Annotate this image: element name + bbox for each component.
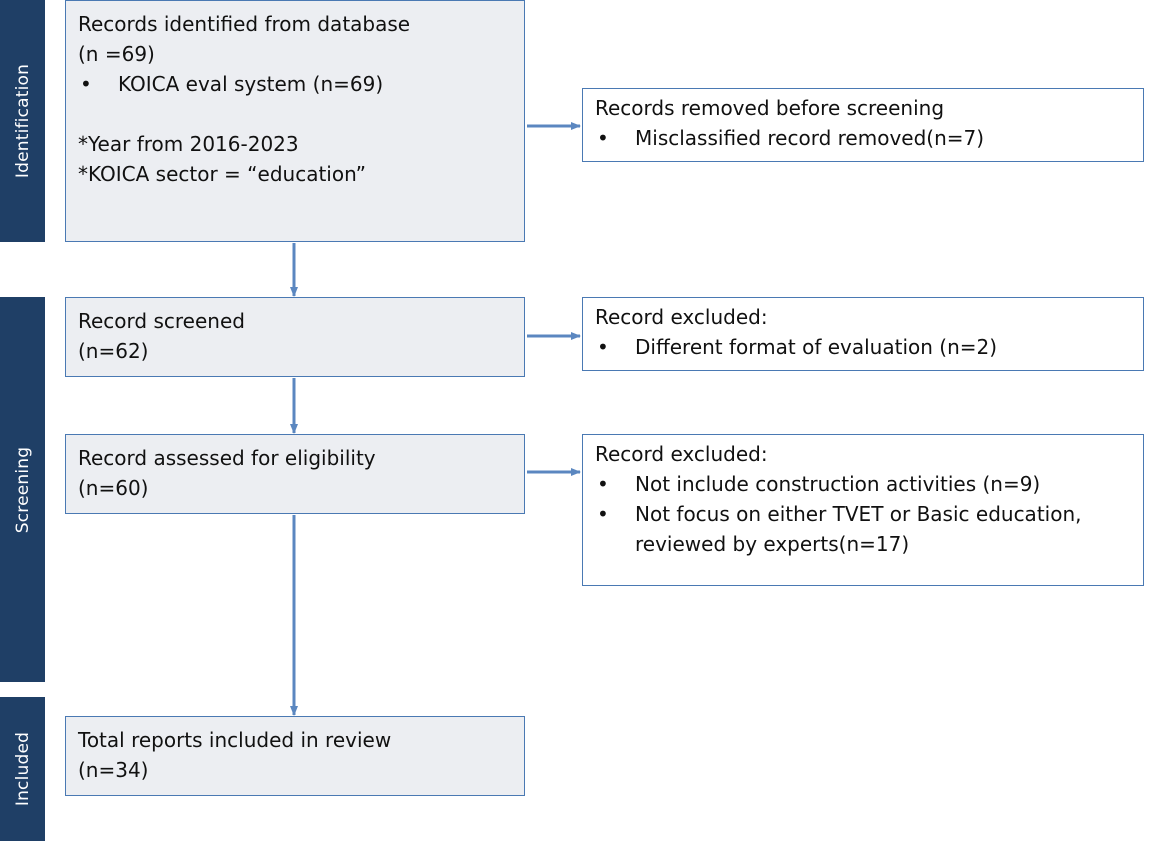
records-identified-bullets: KOICA eval system (n=69)	[78, 69, 512, 99]
phase-identification-label: Identification	[12, 63, 33, 179]
phase-included-label: Included	[12, 731, 33, 807]
phase-screening-label: Screening	[12, 446, 33, 533]
records-identified-title: Records identified from database	[78, 12, 411, 36]
record-screened-box: Record screened (n=62)	[65, 297, 525, 377]
included-count: (n=34)	[78, 758, 149, 782]
included-box: Total reports included in review (n=34)	[65, 716, 525, 796]
phase-included-bar: Included	[0, 697, 45, 841]
sector-note: *KOICA sector = “education”	[78, 162, 367, 186]
eligibility-count: (n=60)	[78, 476, 149, 500]
year-range-note: *Year from 2016-2023	[78, 132, 299, 156]
record-excluded-box-2: Record excluded: Not include constructio…	[582, 434, 1144, 586]
eligibility-title: Record assessed for eligibility	[78, 446, 376, 470]
records-removed-title: Records removed before screening	[595, 96, 945, 120]
phase-screening-bar: Screening	[0, 297, 45, 682]
records-identified-box: Records identified from database (n =69)…	[65, 0, 525, 242]
tvet-basic-item: Not focus on either TVET or Basic educat…	[595, 499, 1131, 559]
record-screened-title: Record screened	[78, 309, 245, 333]
different-format-item: Different format of evaluation (n=2)	[595, 332, 1131, 362]
eligibility-box: Record assessed for eligibility (n=60)	[65, 434, 525, 514]
record-excluded-title-1: Record excluded:	[595, 305, 768, 329]
record-excluded-box-1: Record excluded: Different format of eva…	[582, 297, 1144, 371]
record-excluded-bullets-1: Different format of evaluation (n=2)	[595, 332, 1131, 362]
phase-identification-bar: Identification	[0, 0, 45, 242]
included-title: Total reports included in review	[78, 728, 392, 752]
records-removed-bullets: Misclassified record removed(n=7)	[595, 123, 1131, 153]
records-removed-box: Records removed before screening Misclas…	[582, 88, 1144, 162]
record-screened-count: (n=62)	[78, 339, 149, 363]
koica-eval-system-item: KOICA eval system (n=69)	[78, 69, 512, 99]
misclassified-item: Misclassified record removed(n=7)	[595, 123, 1131, 153]
construction-activities-item: Not include construction activities (n=9…	[595, 469, 1131, 499]
record-excluded-bullets-2: Not include construction activities (n=9…	[595, 469, 1131, 559]
record-excluded-title-2: Record excluded:	[595, 442, 768, 466]
records-identified-count: (n =69)	[78, 42, 155, 66]
